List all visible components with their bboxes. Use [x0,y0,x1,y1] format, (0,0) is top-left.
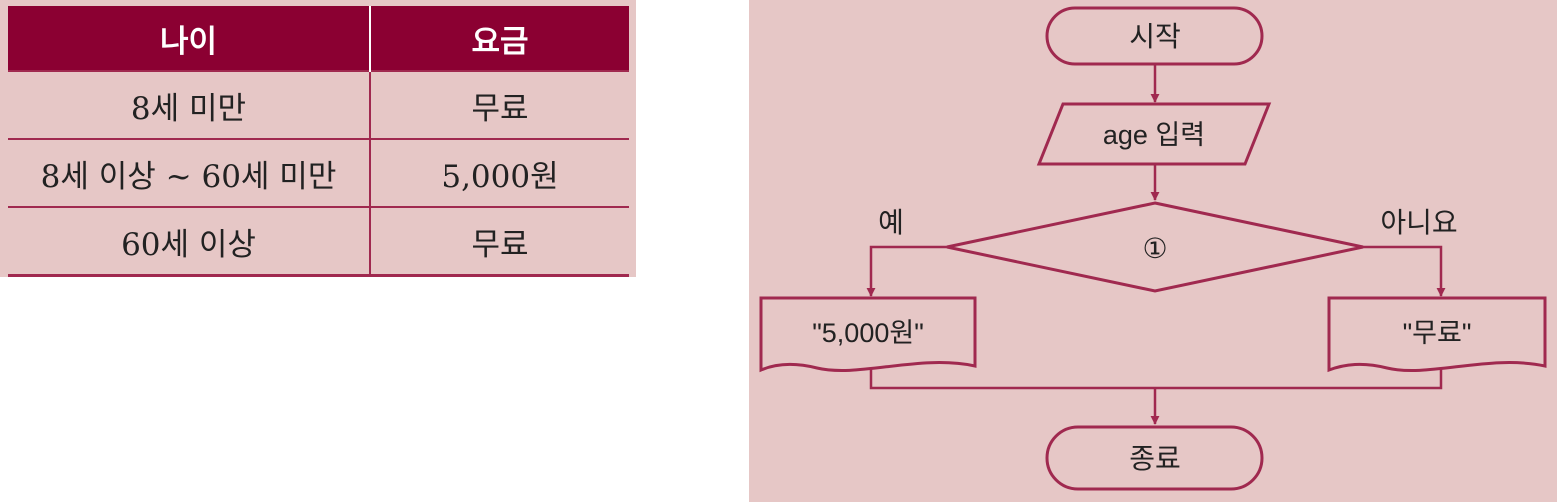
table-row: 60세 이상 무료 [8,206,629,277]
no-output-label: "무료" [1403,318,1472,348]
end-label: 종료 [1129,443,1181,474]
fee-table: 나이 요금 8세 미만 무료 8세 이상 ~ 60세 미만 5,000원 60세… [8,6,629,277]
cell-age: 8세 이상 ~ 60세 미만 [8,138,371,207]
yes-output-label: "5,000원" [812,318,924,348]
fee-table-panel: 나이 요금 8세 미만 무료 8세 이상 ~ 60세 미만 5,000원 60세… [0,0,636,277]
input-label: age 입력 [1103,120,1205,150]
cell-fee: 5,000원 [370,138,629,207]
fee-table-header-row: 나이 요금 [8,6,629,71]
decision-diamond [946,201,1364,293]
no-output-box [1327,296,1547,373]
decision-label: ① [1142,233,1167,264]
table-row: 8세 미만 무료 [8,70,629,139]
cell-age: 60세 이상 [8,206,371,277]
input-box [1036,102,1272,166]
merge-line-left [869,368,1155,390]
flowchart: 시작 age 입력 ① 예 아니요 "5,000원" "무료" 종료 [759,6,1547,491]
end-terminal [1045,425,1264,491]
cell-fee: 무료 [370,206,629,277]
yes-label: 예 [878,207,904,238]
cell-fee: 무료 [370,70,629,139]
start-label: 시작 [1129,21,1181,52]
flowchart-panel: 시작 age 입력 ① 예 아니요 "5,000원" "무료" 종료 [749,0,1557,502]
arrow-no-branch [1363,245,1446,297]
arrow-yes-branch [866,245,947,297]
yes-output-box [759,296,977,373]
no-label: 아니요 [1380,207,1457,238]
header-age: 나이 [8,6,371,71]
table-row: 8세 이상 ~ 60세 미만 5,000원 [8,138,629,207]
cell-age: 8세 미만 [8,70,371,139]
header-fee: 요금 [370,6,629,71]
merge-line-right [1155,368,1443,390]
